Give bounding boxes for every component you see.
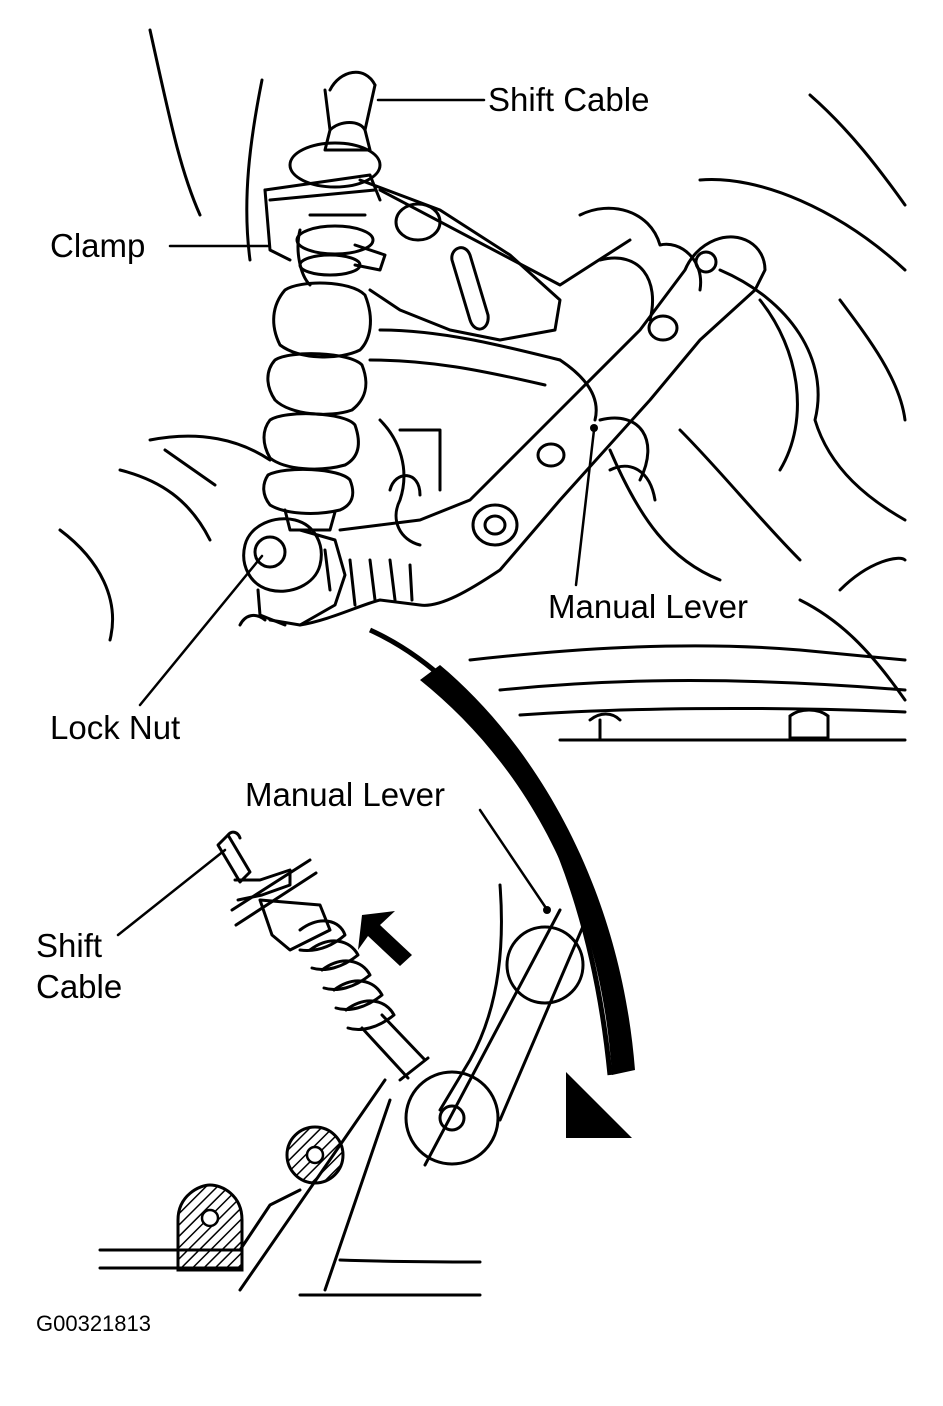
lock-nut-assembly bbox=[238, 517, 347, 627]
transmission-housing bbox=[58, 28, 907, 742]
leader-shift-cable-bottom bbox=[116, 848, 227, 937]
hatched-pin-upper bbox=[285, 1125, 345, 1185]
leader-manual-lever-top bbox=[574, 428, 596, 587]
label-lock-nut: Lock Nut bbox=[50, 709, 181, 746]
push-direction-arrow-icon bbox=[358, 911, 412, 966]
leader-lock-nut bbox=[138, 554, 264, 707]
hatched-pin-lower bbox=[176, 1183, 244, 1272]
leader-dot-manual-lever-top bbox=[590, 424, 598, 432]
label-shift-cable-bottom-line1: Shift bbox=[36, 927, 103, 964]
label-manual-lever-bottom: Manual Lever bbox=[245, 776, 445, 813]
manual-lever-lower bbox=[98, 883, 592, 1297]
leader-manual-lever-bottom bbox=[478, 808, 548, 910]
figure-code: G00321813 bbox=[36, 1311, 151, 1336]
shift-cable-upper bbox=[262, 70, 387, 532]
leader-dot-manual-lever-bottom bbox=[543, 906, 551, 914]
label-shift-cable-bottom-line2: Cable bbox=[36, 968, 123, 1005]
label-clamp: Clamp bbox=[50, 227, 146, 264]
rotation-arrow bbox=[368, 627, 635, 1138]
manual-lever-upper bbox=[298, 235, 767, 627]
label-shift-cable-top: Shift Cable bbox=[488, 81, 650, 118]
shift-cable-lower bbox=[216, 830, 430, 1082]
label-manual-lever-top: Manual Lever bbox=[548, 588, 748, 625]
cable-bracket bbox=[358, 178, 562, 342]
